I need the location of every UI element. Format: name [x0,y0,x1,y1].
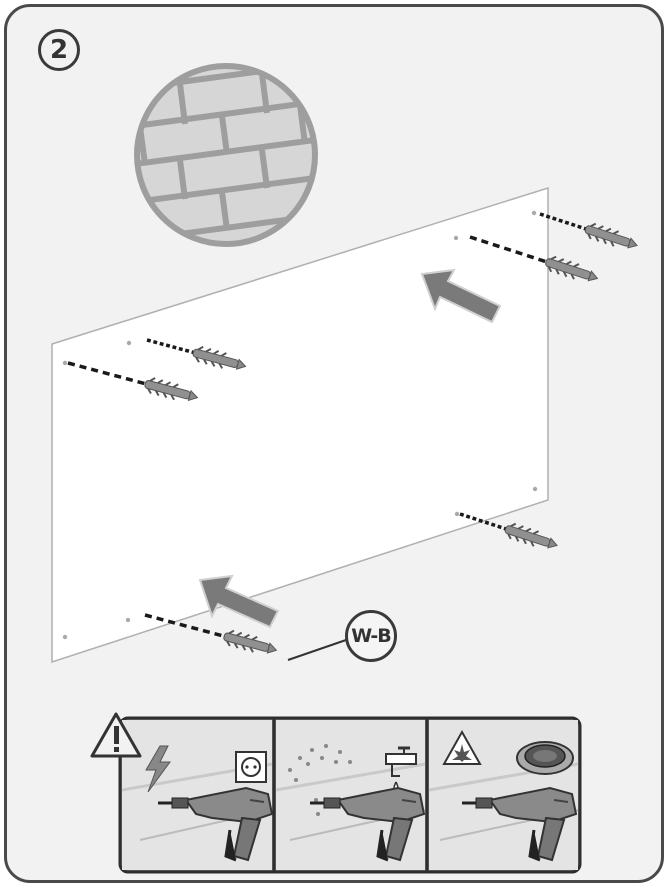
panel-hole [533,487,537,491]
gas-warning [429,720,578,870]
power-socket-icon [236,752,266,782]
electricity-warning [122,720,272,870]
panel-hole [532,211,536,215]
wall-plug-callout: W-B [345,610,397,662]
water-warning [276,720,425,870]
step-number: 2 [38,29,80,71]
panel-hole [127,341,131,345]
wall-panel [52,188,548,662]
panel-hole [63,635,67,639]
panel-hole [126,618,130,622]
brick-wall-icon [120,62,330,244]
callout-leader [288,640,346,660]
warning-strip [120,718,580,872]
panel-hole [455,512,459,516]
gas-burner-icon [517,742,573,774]
panel-hole [63,361,67,365]
panel-hole [454,236,458,240]
